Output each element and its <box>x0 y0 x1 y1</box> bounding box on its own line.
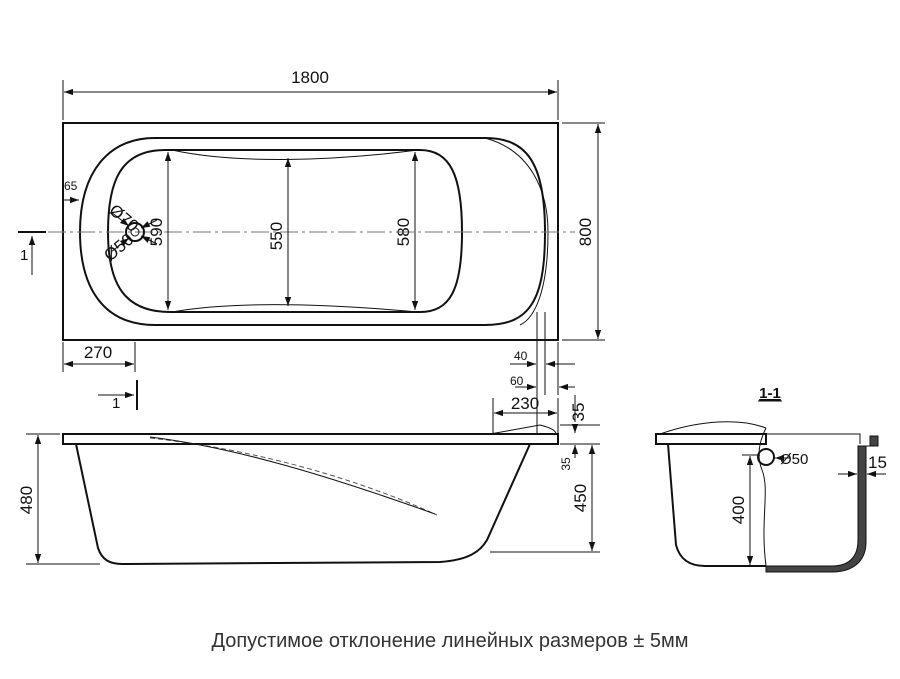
dim-230-label: 230 <box>511 394 539 413</box>
dim-1800-label: 1800 <box>291 68 329 87</box>
side-rim <box>62 433 559 445</box>
plan-view: Ø70 Ø50 1800 800 65 590 550 580 270 <box>48 68 605 440</box>
side-lumbar-curve <box>149 437 438 516</box>
dim-40-label: 40 <box>514 349 528 363</box>
section-marker-b: 1 <box>98 380 138 412</box>
section-marker-a-label: 1 <box>20 247 28 264</box>
section-title: 1-1 <box>759 385 781 402</box>
section-drain-label: Ø50 <box>780 451 808 468</box>
dim-590-label: 590 <box>147 218 166 246</box>
dim-60-label: 60 <box>510 374 524 388</box>
tolerance-note: Допустимое отклонение линейных размеров … <box>211 630 689 652</box>
dim-450-label: 450 <box>571 484 590 512</box>
plan-drain-outer <box>125 222 145 242</box>
dim-o50-label: Ø50 <box>100 230 137 265</box>
plan-bowl-outline <box>78 137 547 326</box>
dim-400-label: 400 <box>729 496 748 524</box>
dim-35-side-label: 35 <box>559 457 573 471</box>
plan-bottom-outline <box>106 149 464 313</box>
section-view: 1-1 Ø50 400 15 <box>655 385 887 573</box>
section-right-wall <box>765 435 879 573</box>
section-body-left <box>667 443 766 567</box>
dim-65-label: 65 <box>64 179 78 193</box>
side-view: 480 450 35 <box>17 424 600 566</box>
section-center-cut <box>758 427 767 567</box>
section-rim-curve <box>659 421 767 435</box>
side-backrest <box>489 424 557 435</box>
dim-15-label: 15 <box>868 453 887 472</box>
dim-800-label: 800 <box>576 218 595 246</box>
dim-270-label: 270 <box>84 343 112 362</box>
dim-35-top-label: 35 <box>569 403 588 422</box>
section-rim <box>655 433 767 445</box>
section-drain <box>757 448 775 466</box>
section-marker-a: 1 <box>18 231 46 275</box>
side-body <box>75 443 531 566</box>
plan-drain-inner <box>130 227 140 237</box>
section-marker-b-label: 1 <box>112 395 120 412</box>
dim-550-label: 550 <box>267 222 286 250</box>
dim-480-label: 480 <box>17 486 36 514</box>
plan-backrest-curve-top <box>171 149 419 160</box>
dim-580-label: 580 <box>394 218 413 246</box>
plan-backrest-curve-bottom <box>171 304 419 313</box>
